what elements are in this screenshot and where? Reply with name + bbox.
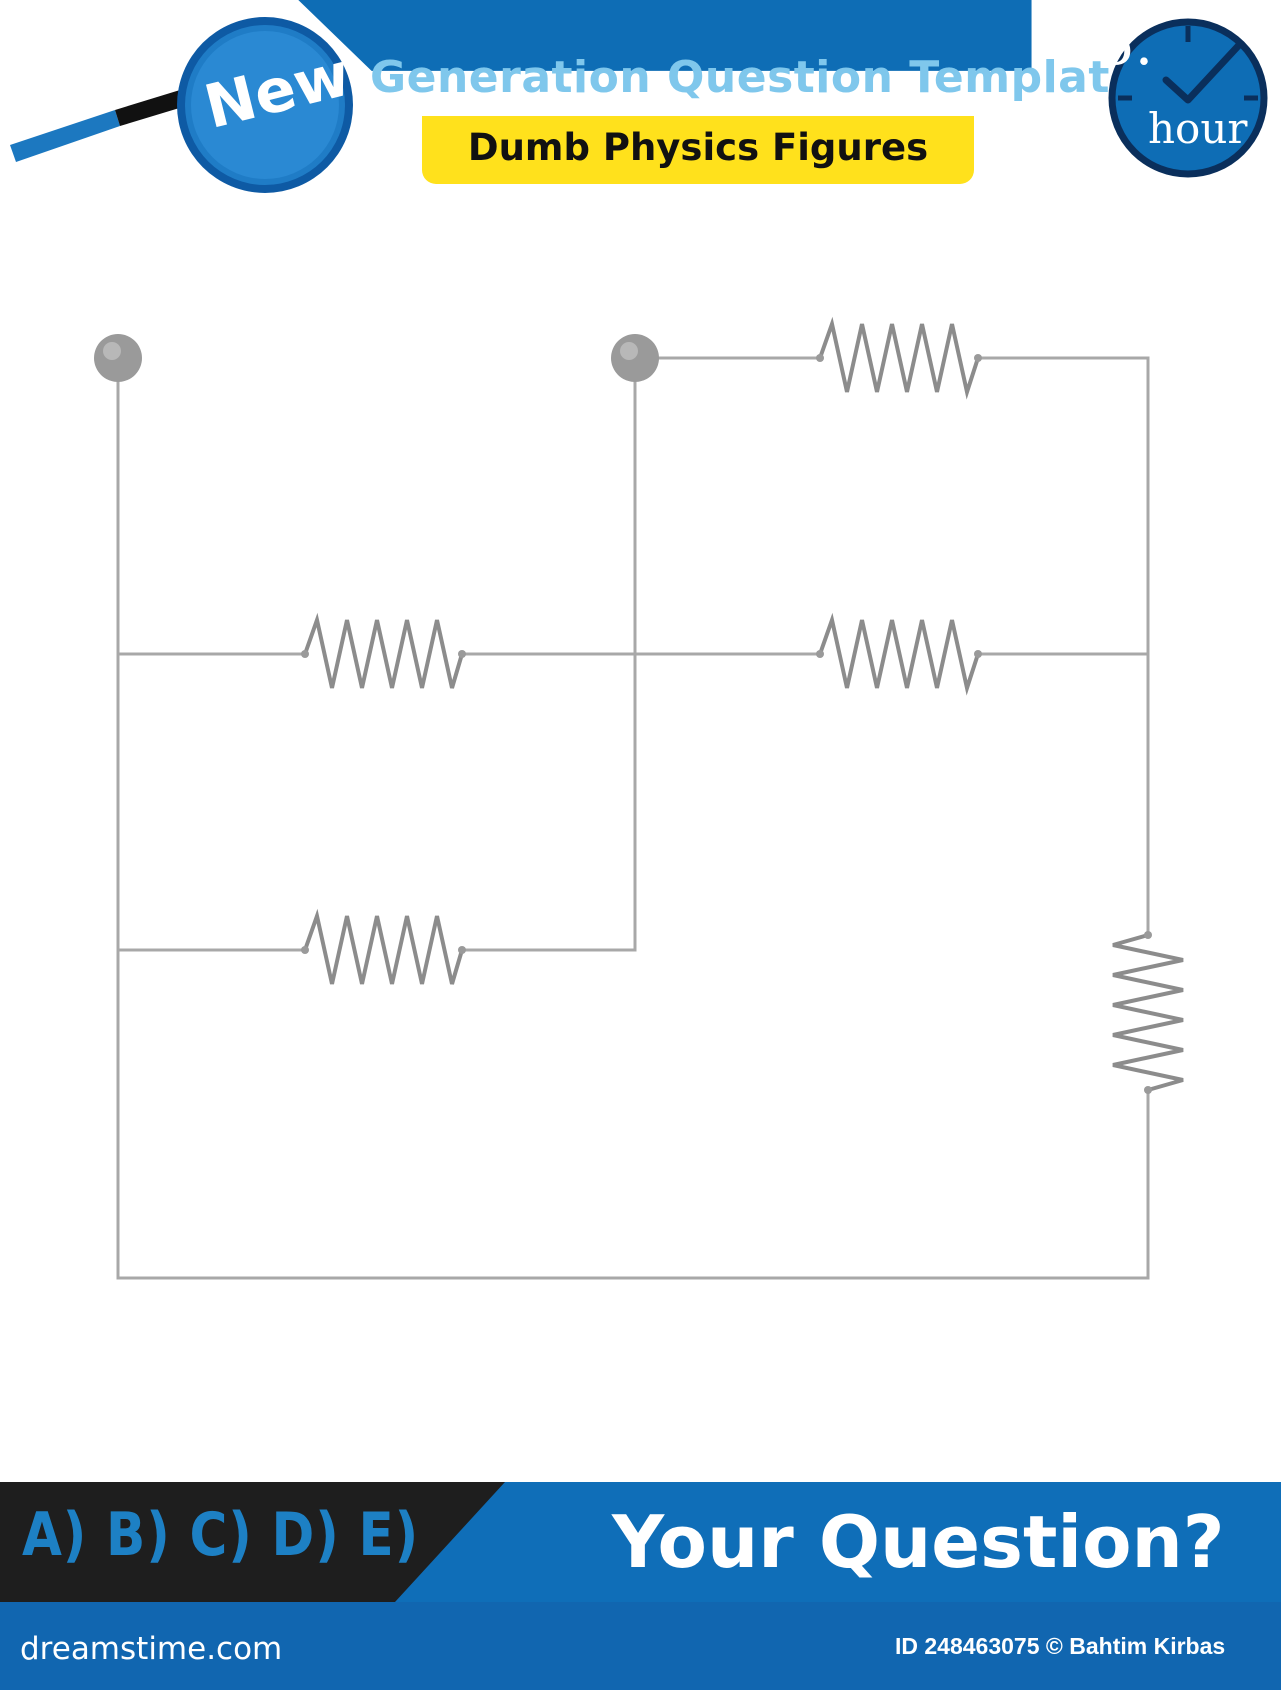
terminal-left	[94, 334, 142, 382]
magnifier-handle-icon	[10, 90, 186, 162]
wire-top-right	[978, 356, 1150, 935]
clock-number: 25.	[1061, 10, 1154, 78]
circuit-diagram	[94, 316, 1184, 1280]
question-prompt: Your Question?	[612, 1500, 1225, 1584]
clock-unit: hour	[1148, 104, 1248, 153]
terminal-right	[611, 334, 659, 382]
clock-icon	[1108, 18, 1268, 178]
answer-choices: A) B) C) D) E)	[22, 1500, 420, 1570]
resistor-top	[818, 316, 980, 400]
resistor-middle-left	[303, 612, 464, 689]
resistor-right-vertical	[1112, 933, 1184, 1092]
header-band	[298, 0, 1032, 71]
wire-mid-vertical	[462, 362, 637, 952]
site-name: dreamstime.com	[20, 1631, 283, 1667]
header-title: Generation Question Template	[370, 52, 1141, 103]
wire-left-vertical	[116, 362, 1150, 1280]
footer-band	[0, 1482, 1281, 1690]
resistor-middle-right	[818, 612, 980, 696]
resistor-lower-left	[303, 908, 464, 985]
magnifier-badge-icon	[177, 17, 353, 193]
subtitle: Dumb Physics Figures	[467, 126, 929, 169]
image-credit: ID 248463075 © Bahtim Kirbas	[895, 1633, 1226, 1659]
subtitle-pill	[422, 116, 974, 184]
